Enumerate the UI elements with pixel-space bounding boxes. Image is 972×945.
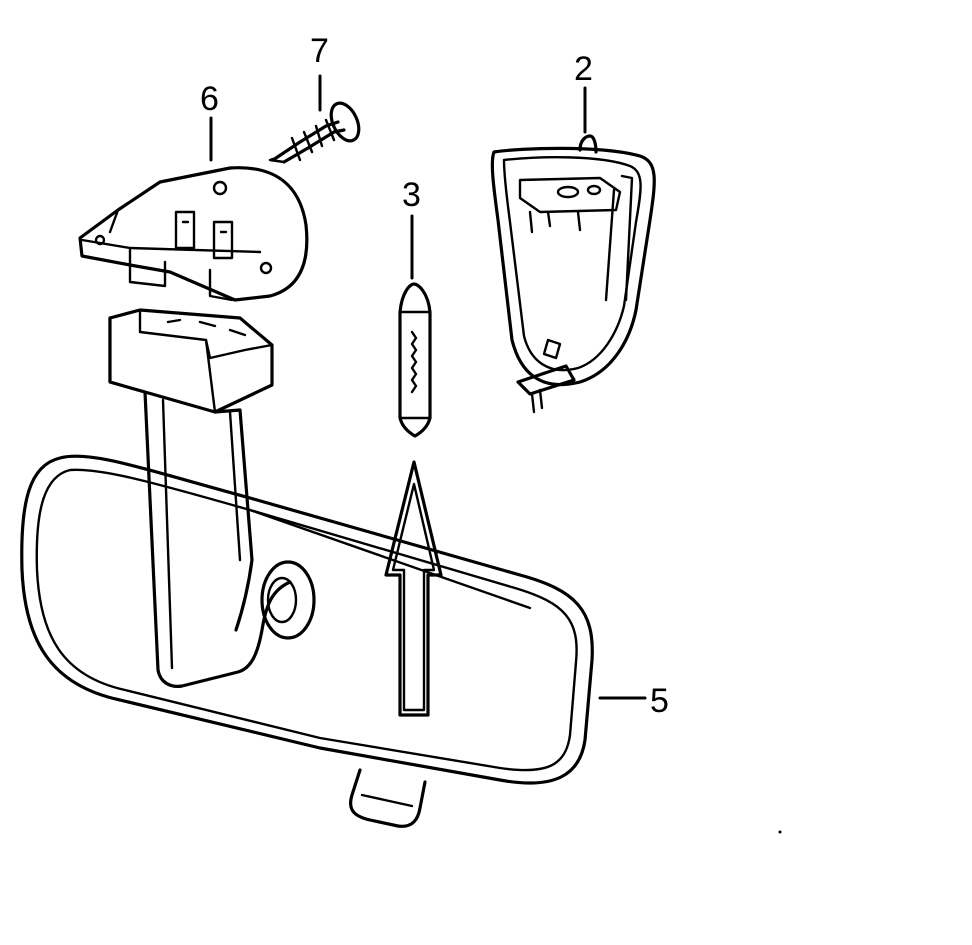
- callout-5: 5: [650, 682, 669, 720]
- callout-6: 6: [200, 80, 219, 118]
- part-5-mirror: [20, 454, 594, 828]
- callout-labels: 6 7 3 2 5: [200, 32, 669, 720]
- callout-2: 2: [574, 50, 593, 88]
- hollow-arrow-up: [384, 460, 443, 717]
- stray-dot: [778, 830, 782, 834]
- part-7-screw: [268, 101, 361, 164]
- callout-7: 7: [310, 32, 329, 70]
- callout-3: 3: [402, 176, 421, 214]
- part-3-bulb: [398, 282, 432, 438]
- part-2-lamp-housing: [490, 134, 656, 414]
- mirror-stem: [108, 308, 316, 688]
- callout-leaders: [209, 74, 647, 700]
- part-6-mount-plate: [78, 166, 309, 302]
